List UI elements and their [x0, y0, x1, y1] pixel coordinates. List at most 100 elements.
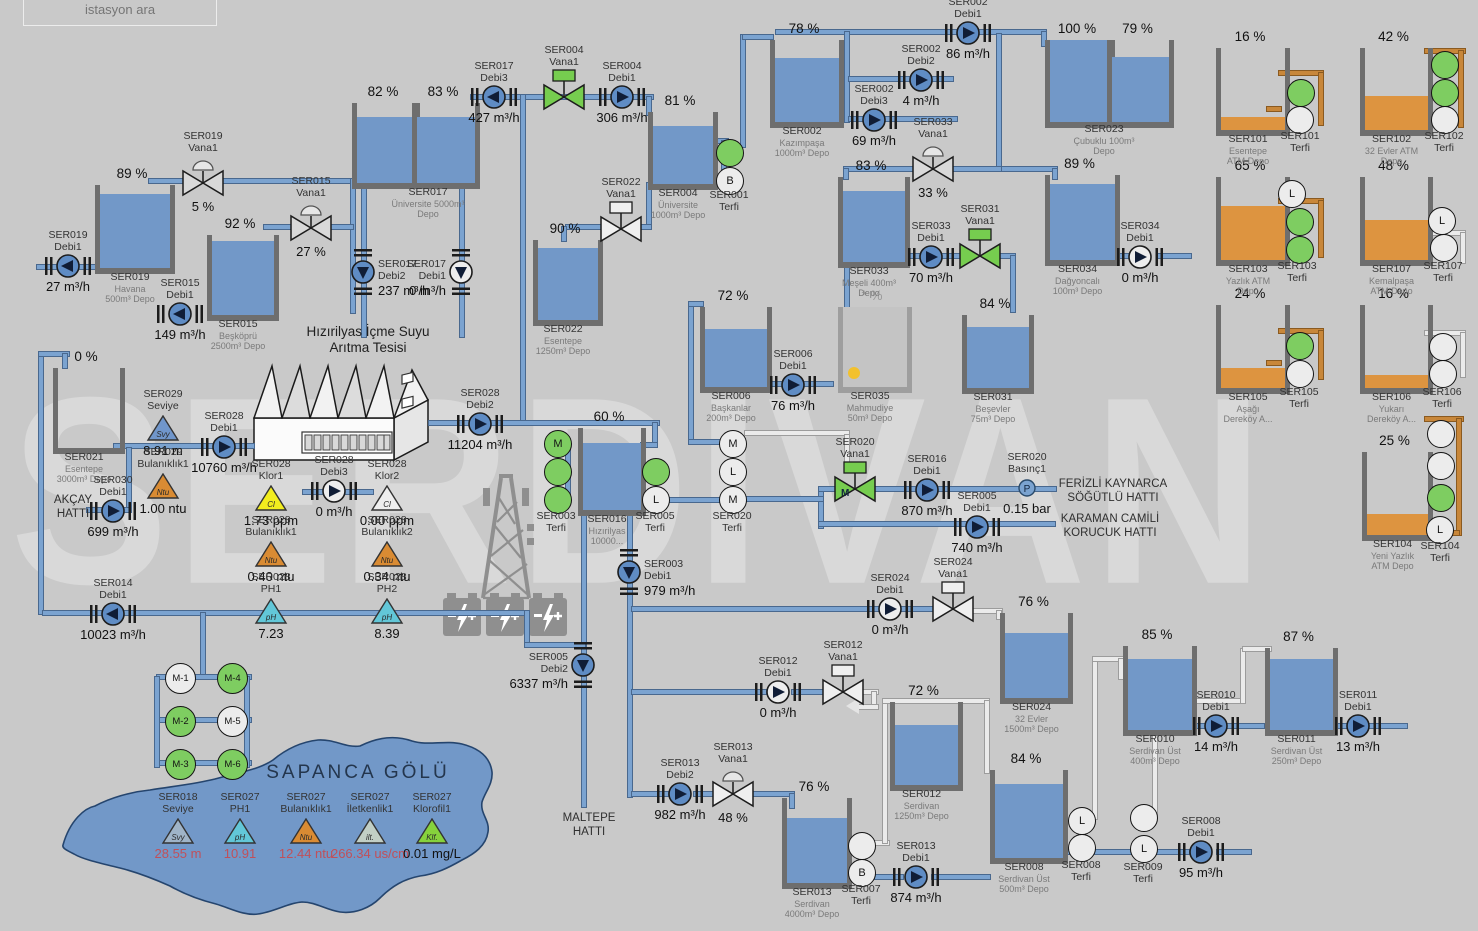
- station-indicator-SER001-Terfi[interactable]: [716, 139, 744, 167]
- flowmeter-SER030-Debi1[interactable]: [84, 499, 142, 523]
- flowmeter-SER014-Debi1[interactable]: [84, 602, 142, 626]
- flowmeter-SER017-Debi3[interactable]: [465, 85, 523, 109]
- monitor-M-2[interactable]: M-2: [165, 706, 196, 737]
- flowmeter-SER028-Debi3[interactable]: [305, 479, 363, 503]
- station-indicator-SER104-Terfi[interactable]: [1427, 452, 1455, 480]
- station-indicator-SER106-Terfi[interactable]: [1429, 360, 1457, 388]
- flowmeter-SER008-Debi1[interactable]: [1172, 840, 1230, 864]
- sensor-SER018-Seviye[interactable]: Svy: [161, 817, 195, 844]
- monitor-M-4[interactable]: M-4: [217, 663, 248, 694]
- sensor-SER027-Klorofil1[interactable]: Klf.: [415, 817, 449, 844]
- flowmeter-SER002-Debi3[interactable]: [845, 108, 903, 132]
- sensor-SER028-PH2[interactable]: pH: [370, 597, 404, 624]
- sensor-SER027-Bulaniklik1[interactable]: Ntu: [289, 817, 323, 844]
- station-indicator-SER008-Terfi[interactable]: [1068, 834, 1096, 862]
- valve-SER031-Vana1[interactable]: [958, 228, 1002, 270]
- station-indicator-SER103-Terfi[interactable]: [1286, 236, 1314, 264]
- valve-SER022-Vana1[interactable]: [599, 201, 643, 243]
- sensor-SER028-Klor1[interactable]: Cl: [254, 484, 288, 511]
- flowmeter-SER011-Debi1[interactable]: [1329, 714, 1387, 738]
- station-indicator-SER007-Terfi[interactable]: [848, 832, 876, 860]
- text-label: SER101: [1228, 133, 1268, 145]
- sensor-SER028-Klor2[interactable]: Cl: [370, 484, 404, 511]
- station-indicator-SER020-Terfi[interactable]: M: [719, 430, 747, 458]
- valve-SER012-Vana1[interactable]: [821, 664, 865, 706]
- text-label: SER102: [1424, 130, 1464, 142]
- station-indicator-SER007-Terfi[interactable]: B: [848, 859, 876, 887]
- station-indicator-SER020-Terfi[interactable]: M: [719, 486, 747, 514]
- flowmeter-SER005-Debi1[interactable]: [948, 515, 1006, 539]
- sensor-SER027-Iletkenlik1[interactable]: ilt.: [353, 817, 387, 844]
- sensor-SER028-Bulaniklik2[interactable]: Ntu: [370, 540, 404, 567]
- flowmeter-SER013-Debi1[interactable]: [887, 865, 945, 889]
- flowmeter-SER033-Debi1[interactable]: [902, 245, 960, 269]
- station-search-input[interactable]: [23, 0, 217, 26]
- flowmeter-value: 0 m³/h: [409, 283, 446, 298]
- sensor-SER029-Bulaniklik1[interactable]: Ntu: [146, 472, 180, 499]
- station-indicator-SER104-Terfi[interactable]: L: [1426, 516, 1454, 544]
- station-indicator-SER101-Terfi[interactable]: [1287, 79, 1315, 107]
- station-indicator-SER009-Terfi[interactable]: [1130, 804, 1158, 832]
- station-indicator-SER001-Terfi[interactable]: B: [716, 167, 744, 195]
- flowmeter-SER028-Debi1[interactable]: [195, 435, 253, 459]
- station-indicator-SER107-Terfi[interactable]: [1430, 234, 1458, 262]
- sensor-SER029-Seviye[interactable]: Svy: [146, 414, 180, 441]
- sensor-SER028-Bulaniklik1[interactable]: Ntu: [254, 540, 288, 567]
- flowmeter-SER005-Debi2[interactable]: [571, 636, 595, 694]
- flowmeter-SER017-Debi1[interactable]: [449, 243, 473, 301]
- valve-SER015-Vana1[interactable]: [289, 200, 333, 242]
- valve-SER004-Vana1[interactable]: [542, 69, 586, 111]
- flowmeter-SER024-Debi1[interactable]: [861, 597, 919, 621]
- station-indicator-SER103-Terfi[interactable]: L: [1278, 180, 1306, 208]
- flowmeter-SER004-Debi1[interactable]: [593, 85, 651, 109]
- flowmeter-SER019-Debi1[interactable]: [39, 254, 97, 278]
- station-indicator-SER005-Terfi[interactable]: [642, 458, 670, 486]
- station-indicator-SER102-Terfi[interactable]: [1431, 51, 1459, 79]
- valve-SER019-Vana1[interactable]: [181, 155, 225, 197]
- monitor-M-6[interactable]: M-6: [217, 749, 248, 780]
- flowmeter-SER028-Debi2[interactable]: [451, 412, 509, 436]
- station-indicator-SER005-Terfi[interactable]: L: [642, 486, 670, 514]
- station-indicator-SER009-Terfi[interactable]: L: [1130, 835, 1158, 863]
- valve-SER024-Vana1[interactable]: [931, 581, 975, 623]
- station-indicator-SER003-Terfi[interactable]: [544, 486, 572, 514]
- flowmeter-SER012-Debi1[interactable]: [749, 680, 807, 704]
- station-indicator-SER102-Terfi[interactable]: [1431, 79, 1459, 107]
- sensor-SER027-PH1[interactable]: pH: [223, 817, 257, 844]
- monitor-M-3[interactable]: M-3: [165, 749, 196, 780]
- flowmeter-SER003-Debi1[interactable]: [617, 543, 641, 601]
- flowmeter-SER015-Debi1[interactable]: [151, 302, 209, 326]
- station-indicator-SER003-Terfi[interactable]: [544, 458, 572, 486]
- station-indicator-SER008-Terfi[interactable]: L: [1068, 807, 1096, 835]
- gauge-SER020-Basinc1[interactable]: P: [1018, 479, 1036, 497]
- station-indicator-SER103-Terfi[interactable]: [1286, 208, 1314, 236]
- flowmeter-SER017-Debi2[interactable]: [351, 243, 375, 301]
- flowmeter-SER006-Debi1[interactable]: [764, 373, 822, 397]
- station-indicator-SER105-Terfi[interactable]: [1286, 332, 1314, 360]
- station-indicator-SER102-Terfi[interactable]: [1431, 106, 1459, 134]
- flowmeter-SER013-Debi2[interactable]: [651, 782, 709, 806]
- station-indicator-SER104-Terfi[interactable]: [1427, 484, 1455, 512]
- station-indicator-SER106-Terfi[interactable]: [1429, 333, 1457, 361]
- station-indicator-SER101-Terfi[interactable]: [1286, 106, 1314, 134]
- station-indicator-SER107-Terfi[interactable]: L: [1428, 207, 1456, 235]
- flowmeter-SER010-Debi1[interactable]: [1187, 714, 1245, 738]
- flowmeter-SER002-Debi2[interactable]: [892, 68, 950, 92]
- valve-SER013-Vana1[interactable]: [711, 766, 755, 808]
- text-label: SER103: [1277, 260, 1317, 272]
- flowmeter-SER016-Debi1[interactable]: [898, 478, 956, 502]
- station-indicator-SER003-Terfi[interactable]: M: [544, 430, 572, 458]
- valve-SER033-Vana1[interactable]: [911, 141, 955, 183]
- valve-SER020-Vana1[interactable]: M: [833, 461, 877, 503]
- tank-level-label: 72 %: [717, 288, 749, 303]
- flowmeter-SER002-Debi1[interactable]: [939, 21, 997, 45]
- station-indicator-SER105-Terfi[interactable]: [1286, 360, 1314, 388]
- station-indicator-SER020-Terfi[interactable]: L: [719, 458, 747, 486]
- monitor-M-1[interactable]: M-1: [165, 663, 196, 694]
- station-indicator-SER104-Terfi[interactable]: [1427, 420, 1455, 448]
- text-label: SER016: [907, 453, 947, 465]
- flowmeter-SER034-Debi1[interactable]: [1111, 245, 1169, 269]
- monitor-M-5[interactable]: M-5: [217, 706, 248, 737]
- sensor-SER028-PH1[interactable]: pH: [254, 597, 288, 624]
